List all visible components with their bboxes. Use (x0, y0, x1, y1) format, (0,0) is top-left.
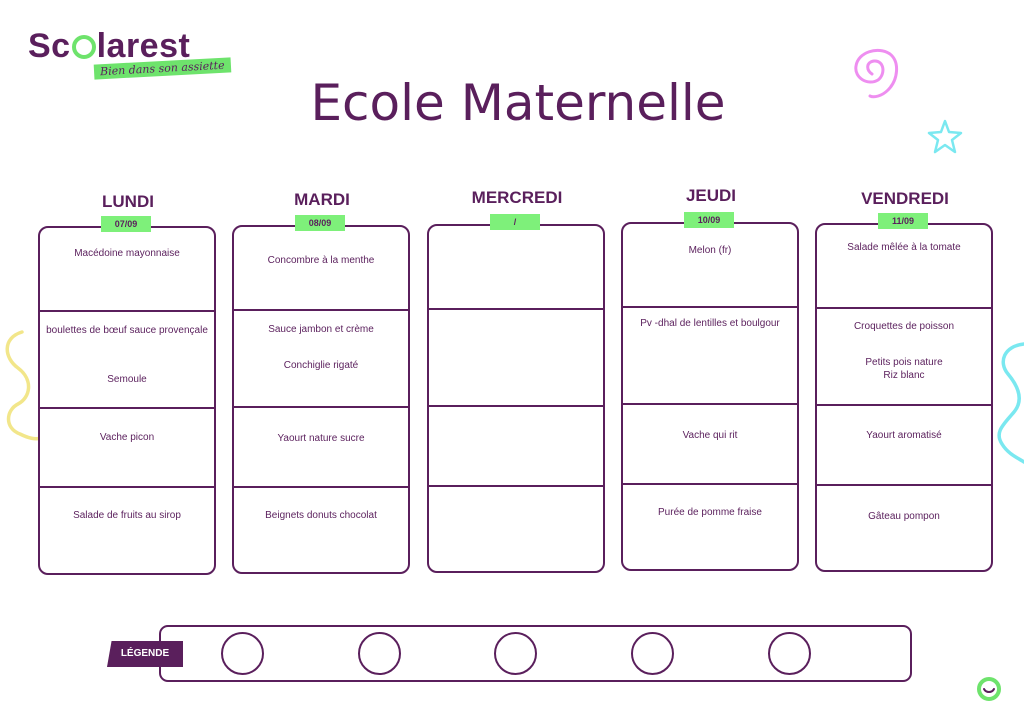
day-name: VENDREDI (861, 189, 949, 208)
menu-box: Concombre à la menthe Sauce jambon et cr… (232, 225, 410, 574)
section-divider (623, 403, 797, 405)
section-divider (429, 405, 603, 407)
menu-item: Yaourt nature sucre (277, 433, 365, 444)
smile-o-icon (71, 35, 96, 59)
spiral-icon (854, 49, 898, 99)
date-tab: 11/09 (878, 213, 928, 229)
cyan-squiggle-icon (997, 342, 1024, 464)
menu-item: Salade mêlée à la tomate (847, 242, 961, 253)
date-tab: / (490, 214, 540, 230)
menu-item: Sauce jambon et crème (268, 324, 374, 335)
date-tab: 10/09 (684, 212, 734, 228)
day-name: MARDI (294, 190, 350, 209)
section-divider (234, 309, 408, 311)
legend-label: LÉGENDE (107, 641, 183, 667)
legend-slot (768, 632, 811, 675)
section-divider (623, 483, 797, 485)
menu-item: Pv -dhal de lentilles et boulgour (640, 318, 780, 329)
section-divider (429, 308, 603, 310)
menu-item: Beignets donuts chocolat (265, 510, 377, 521)
menu-item: Petits pois nature Riz blanc (865, 357, 943, 381)
menu-item: Concombre à la menthe (267, 255, 375, 266)
date-tab: 07/09 (101, 216, 151, 232)
menu-item: boulettes de bœuf sauce provençale (46, 325, 208, 336)
menu-item: Melon (fr) (688, 245, 732, 256)
yellow-squiggle-icon (5, 330, 42, 441)
menu-box: Macédoine mayonnaise boulettes de bœuf s… (38, 226, 216, 575)
menu-item: Purée de pomme fraise (658, 507, 762, 518)
logo-text-start: Sc (28, 27, 71, 65)
star-icon (927, 119, 963, 154)
legend-slot (631, 632, 674, 675)
section-divider (817, 307, 991, 309)
section-divider (234, 406, 408, 408)
menu-box (427, 224, 605, 573)
section-divider (40, 407, 214, 409)
section-divider (40, 310, 214, 312)
menu-item: Croquettes de poisson (853, 321, 955, 332)
menu-item: Vache qui rit (682, 430, 738, 441)
menu-item: Yaourt aromatisé (866, 430, 942, 441)
menu-item: Vache picon (99, 432, 155, 443)
menu-item: Gâteau pompon (868, 511, 940, 522)
page-title: Ecole Maternelle (310, 74, 726, 132)
legend-slot (221, 632, 264, 675)
section-divider (40, 486, 214, 488)
section-divider (623, 306, 797, 308)
menu-box: Salade mêlée à la tomate Croquettes de p… (815, 223, 993, 572)
logo-text-end: larest (96, 27, 191, 65)
menu-box: Melon (fr) Pv -dhal de lentilles et boul… (621, 222, 799, 571)
day-name: MERCREDI (471, 188, 563, 207)
section-divider (817, 404, 991, 406)
menu-item: Semoule (107, 374, 147, 385)
smiley-logo-icon (977, 677, 1001, 701)
date-tab: 08/09 (295, 215, 345, 231)
section-divider (234, 486, 408, 488)
section-divider (429, 485, 603, 487)
legend-slot (358, 632, 401, 675)
menu-item: Macédoine mayonnaise (74, 248, 180, 259)
day-name: JEUDI (685, 186, 737, 205)
menu-item: Conchiglie rigaté (283, 360, 359, 371)
section-divider (817, 484, 991, 486)
day-name: LUNDI (102, 192, 154, 211)
menu-item: Salade de fruits au sirop (73, 510, 181, 521)
legend-slot (494, 632, 537, 675)
logo-wordmark: Sc larest (28, 26, 190, 66)
